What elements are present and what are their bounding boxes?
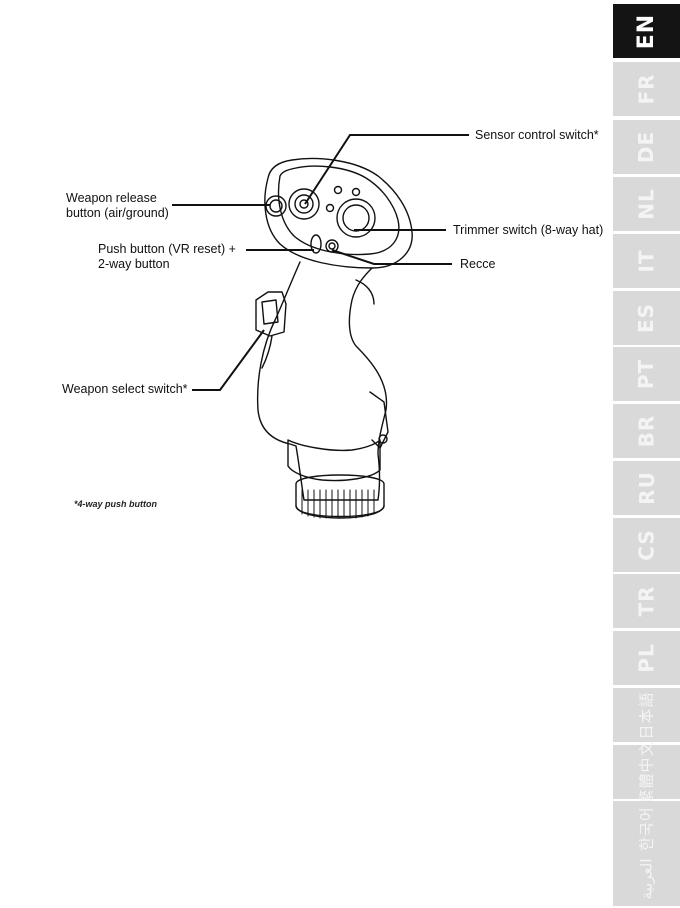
- tab-br[interactable]: BR: [613, 404, 680, 458]
- footnote: *4-way push button: [74, 499, 157, 509]
- tab-de[interactable]: DE: [613, 120, 680, 174]
- tab-ja[interactable]: 日本語: [613, 688, 680, 742]
- tab-zh[interactable]: 繁體中文: [613, 745, 680, 799]
- tab-tr[interactable]: TR: [613, 574, 680, 628]
- label-weapon-release-line1: Weapon release: [66, 191, 157, 206]
- tab-fr[interactable]: FR: [613, 62, 680, 116]
- sensor-control-hat: [289, 189, 319, 219]
- tab-ru[interactable]: RU: [613, 461, 680, 515]
- label-weapon-select: Weapon select switch*: [62, 382, 188, 397]
- label-weapon-release-line2: button (air/ground): [66, 206, 169, 221]
- tab-en[interactable]: EN: [613, 4, 680, 58]
- callout-weapon-select: [192, 330, 264, 390]
- tab-ko[interactable]: 한국어: [613, 801, 680, 855]
- tab-pt[interactable]: PT: [613, 347, 680, 401]
- tab-pl[interactable]: PL: [613, 631, 680, 685]
- tab-es[interactable]: ES: [613, 291, 680, 345]
- label-push-button-line2: 2-way button: [98, 257, 170, 272]
- language-tabs: EN FR DE NL IT ES PT BR RU CS TR PL 日本語 …: [613, 0, 680, 908]
- callout-recce: [332, 250, 452, 264]
- tab-ar[interactable]: العربية: [613, 852, 680, 906]
- callout-sensor: [305, 135, 469, 204]
- label-recce: Recce: [460, 257, 495, 272]
- joystick-grip-outline: [258, 262, 387, 500]
- label-push-button-line1: Push button (VR reset) +: [98, 242, 236, 257]
- base-ring: [296, 475, 384, 517]
- tab-cs[interactable]: CS: [613, 518, 680, 572]
- label-trimmer: Trimmer switch (8-way hat): [453, 223, 603, 238]
- tab-it[interactable]: IT: [613, 234, 680, 288]
- label-sensor-control: Sensor control switch*: [475, 128, 599, 143]
- tab-nl[interactable]: NL: [613, 177, 680, 231]
